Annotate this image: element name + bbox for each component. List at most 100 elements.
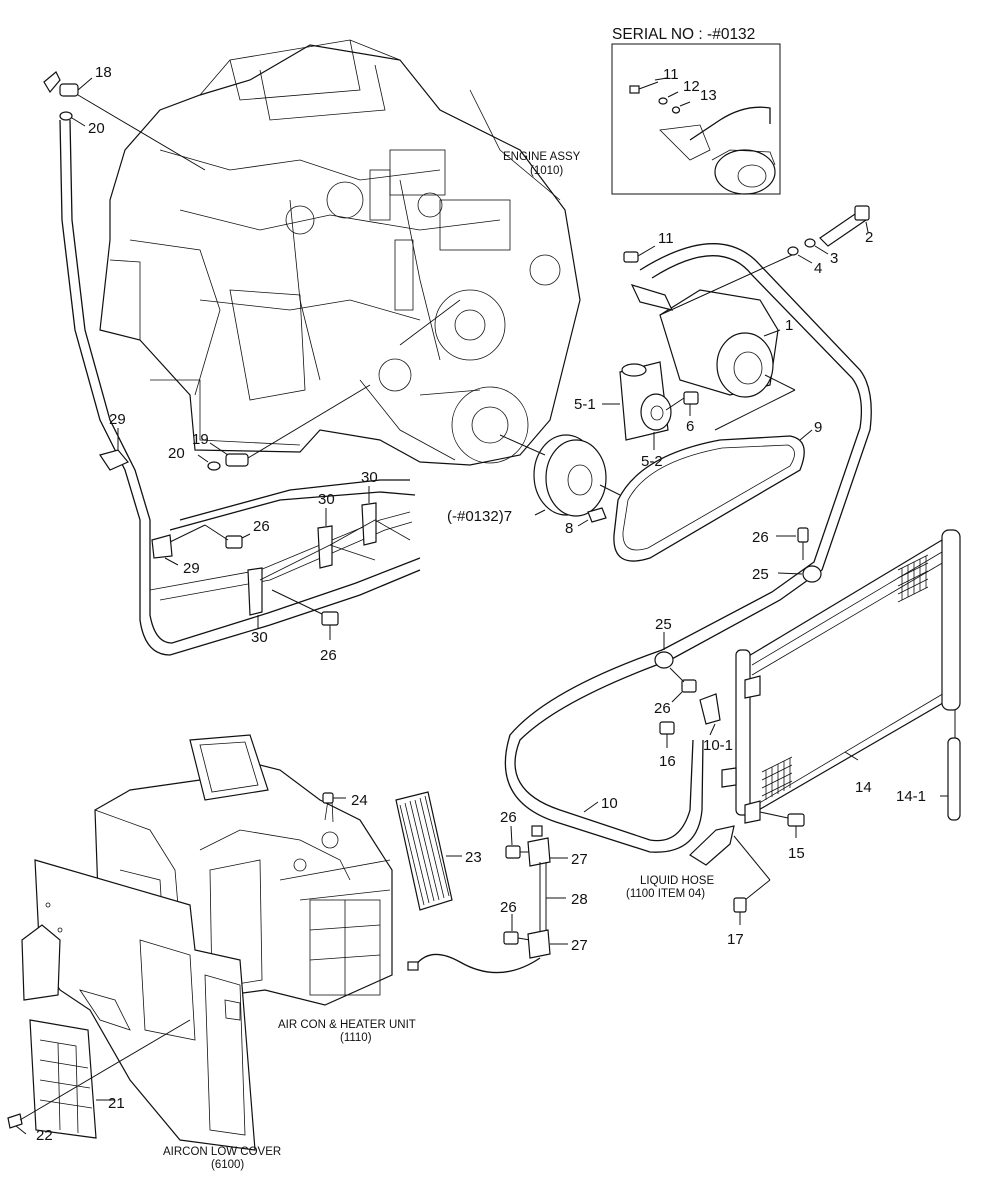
callout-27-a: 27 (571, 851, 588, 868)
callout-3: 3 (830, 250, 838, 267)
liquid-hose-fitting (689, 825, 771, 901)
bolt-26-b (271, 589, 339, 640)
liquid-hose-code: (1100 ITEM 04) (626, 888, 705, 900)
callout-25-a: 25 (752, 566, 769, 583)
serial-title: SERIAL NO : -#0132 (612, 26, 755, 43)
callout-10-1: 10-1 (703, 737, 733, 754)
callout-8: 8 (565, 520, 573, 537)
cover-tank (21, 924, 61, 1001)
refrigerant-hose-upper (504, 243, 872, 853)
bolt-8 (577, 507, 607, 527)
callout-30-c: 30 (361, 469, 378, 486)
condenser-left-tank (735, 649, 751, 816)
callout-20-top: 20 (88, 120, 105, 137)
inset-callout-11: 11 (663, 66, 679, 83)
callout-26-a: 26 (253, 518, 270, 535)
callout-4: 4 (814, 260, 822, 277)
engine-fan-pulley (434, 289, 506, 361)
aircon-unit-caption: AIR CON & HEATER UNIT (278, 1019, 416, 1031)
callout-10: 10 (601, 795, 618, 812)
callout-14-1: 14-1 (896, 788, 926, 805)
oring-20-lower (207, 461, 221, 471)
callout-1: 1 (785, 317, 793, 334)
callout-5-1: 5-1 (574, 396, 596, 413)
engine-assembly (99, 39, 581, 466)
callout-19: 19 (192, 431, 209, 448)
condenser-mesh-upper (897, 554, 929, 603)
bolt-15 (759, 811, 805, 838)
low-cover-caption: AIRCON LOW COVER (163, 1146, 281, 1158)
inset-callout-12: 12 (683, 78, 700, 95)
crank-pulley (451, 386, 529, 464)
callout-26-f: 26 (500, 899, 517, 916)
louver-21 (29, 1019, 114, 1139)
bracket-30-c (361, 486, 377, 546)
engine-caption: ENGINE ASSY (503, 151, 581, 163)
callout-28: 28 (571, 891, 588, 908)
condenser-14 (721, 529, 961, 824)
oring-20-top (59, 111, 73, 121)
callout-17: 17 (727, 931, 744, 948)
bracket-30-a (247, 567, 263, 628)
clip-25-a (777, 565, 822, 583)
callout-29-upper: 29 (109, 411, 126, 428)
compressor-1 (630, 284, 781, 398)
callout-7: (-#0132)7 (447, 508, 512, 525)
callout-29-lower: 29 (183, 560, 200, 577)
bracket-10-1 (699, 693, 721, 736)
drier-14-1 (940, 710, 961, 821)
callout-30-b: 30 (318, 491, 335, 508)
inset-washer (658, 97, 668, 105)
callout-25-b: 25 (655, 616, 672, 633)
condenser-right-tank (941, 529, 961, 711)
clamp-27-b (527, 929, 568, 959)
heater-hose-left (59, 119, 421, 656)
callout-22: 22 (36, 1127, 53, 1144)
clamp-29-lower (151, 534, 179, 566)
bolt-11 (623, 245, 656, 263)
callout-2: 2 (865, 229, 873, 246)
valve-18 (43, 71, 93, 97)
callout-16: 16 (659, 753, 676, 770)
serial-inset: SERIAL NO : -#0132 11 12 13 (611, 26, 781, 195)
washer-4 (787, 246, 799, 256)
callout-6: 6 (686, 418, 694, 435)
bolt-6 (683, 391, 699, 416)
callout-18: 18 (95, 64, 112, 81)
callout-26-b: 26 (320, 647, 337, 664)
inset-compressor (711, 149, 776, 195)
callout-26-e: 26 (500, 809, 517, 826)
bolt-26-a (169, 524, 251, 549)
inset-hose (689, 106, 771, 141)
screw-24 (322, 792, 346, 804)
engine-code: (1010) (530, 165, 563, 177)
callout-21: 21 (108, 1095, 125, 1112)
sensor-cable (414, 953, 541, 974)
filter-23 (395, 791, 462, 911)
washer-3 (804, 238, 816, 248)
clamp-29-upper (99, 428, 129, 471)
condenser-mesh-lower (761, 756, 793, 800)
aircon-unit-code: (1110) (340, 1032, 372, 1044)
bolt-26-c (776, 527, 809, 560)
callout-15: 15 (788, 845, 805, 862)
low-cover-code: (6100) (211, 1159, 244, 1171)
callout-20-lower: 20 (168, 445, 185, 462)
alternator (378, 358, 412, 392)
bolt-26-f (503, 931, 531, 945)
bolt-17 (733, 897, 747, 925)
screw-22 (7, 1019, 191, 1135)
clamp-27-a (527, 825, 568, 867)
bolt-26-d (669, 667, 697, 703)
inset-bolt (629, 81, 659, 94)
callout-26-d: 26 (654, 700, 671, 717)
bolt-26-e (505, 845, 530, 859)
clip-25-b (654, 632, 674, 669)
drive-belt-9 (613, 435, 805, 562)
bolt-2 (819, 205, 870, 247)
inset-callout-13: 13 (700, 87, 717, 104)
bolt-16 (659, 721, 675, 748)
bracket-30-b (317, 508, 333, 569)
callout-11: 11 (658, 230, 674, 247)
